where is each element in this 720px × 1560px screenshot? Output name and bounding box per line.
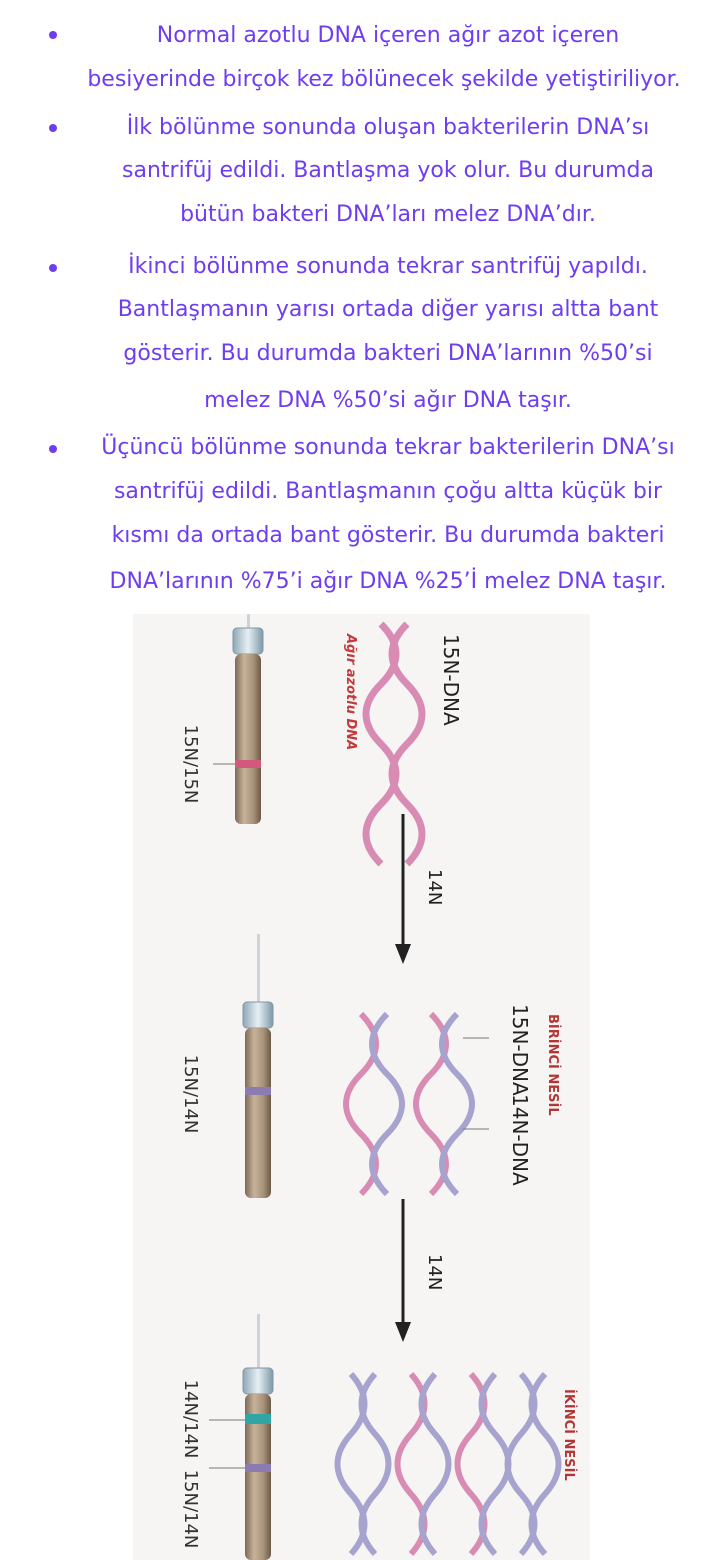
stage1-tube-label: 15N/15N [180, 725, 201, 804]
bullet-dot [49, 445, 57, 453]
heavy-band [235, 760, 261, 768]
stage3-tube-label-a: 14N/14N [180, 1380, 201, 1459]
hybrid-band [245, 1087, 271, 1095]
stage1-tube [213, 614, 264, 824]
bullet-4-line-2: santrifüj edildi. Bantlaşmanın çoğu altt… [113, 479, 663, 504]
bullet-3-line-3: gösterir. Bu durumda bakteri DNA’larının… [123, 341, 653, 366]
bullet-dot [49, 264, 57, 272]
stage1-side-label: Ağır azotlu DNA [343, 633, 358, 750]
bullet-3-line-1: İkinci bölünme sonunda tekrar santrifüj … [128, 254, 648, 279]
bullet-4-line-3: kısmı da ortada bant gösterir. Bu durumd… [111, 523, 665, 548]
bullet-4-line-4: DNA’larının %75’i ağır DNA %25’İ melez D… [109, 569, 667, 594]
stage1-dna-label: 15N-DNA [439, 634, 463, 726]
bullet-2-line-1: İlk bölünme sonunda oluşan bakterilerin … [126, 115, 650, 140]
bullet-2-line-2: santrifüj edildi. Bantlaşma yok olur. Bu… [122, 158, 654, 183]
stage2-strand-label-a: 15N-DNA [508, 1004, 532, 1096]
light-band [245, 1414, 271, 1424]
bullet-3-line-2: Bantlaşmanın yarısı ortada diğer yarısı … [117, 297, 659, 322]
stage3-tube-label-b: 15N/14N [180, 1470, 201, 1549]
bullet-2-line-3: bütün bakteri DNA’ları melez DNA’dır. [180, 202, 596, 227]
arrow2-label: 14N [424, 1254, 445, 1290]
stage2-dna-helix-2 [413, 1011, 449, 1197]
stage2-dna-helix-1 [343, 1011, 379, 1197]
stage3-generation-label: İKİNCİ NESİL [561, 1389, 577, 1481]
stage2-strand-label-b: 14N-DNA [508, 1094, 532, 1186]
stage3-tube [209, 1314, 274, 1560]
stage2-generation-label: BİRİNCİ NESİL [545, 1014, 561, 1116]
bullet-dot [49, 124, 57, 132]
hybrid-band-2 [245, 1464, 271, 1472]
bullet-dot [49, 31, 57, 39]
bullet-3-line-4: melez DNA %50’si ağır DNA taşır. [204, 388, 572, 413]
meselson-stahl-figure: 15N/15N Ağır azotlu DNA 15N-DNA 14N 15N/… [133, 614, 590, 1560]
stage2-tube [242, 934, 274, 1198]
bullet-1-line-1: Normal azotlu DNA içeren ağır azot içere… [156, 23, 620, 48]
arrow1-label: 14N [424, 869, 445, 905]
figure-svg: 15N/15N Ağır azotlu DNA 15N-DNA 14N 15N/… [180, 614, 577, 1560]
stage2-tube-label: 15N/14N [180, 1055, 201, 1134]
bullet-1-line-2: besiyerinde birçok kez bölünecek şekilde… [87, 67, 681, 92]
bullet-4-line-1: Üçüncü bölünme sonunda tekrar bakteriler… [101, 435, 675, 460]
